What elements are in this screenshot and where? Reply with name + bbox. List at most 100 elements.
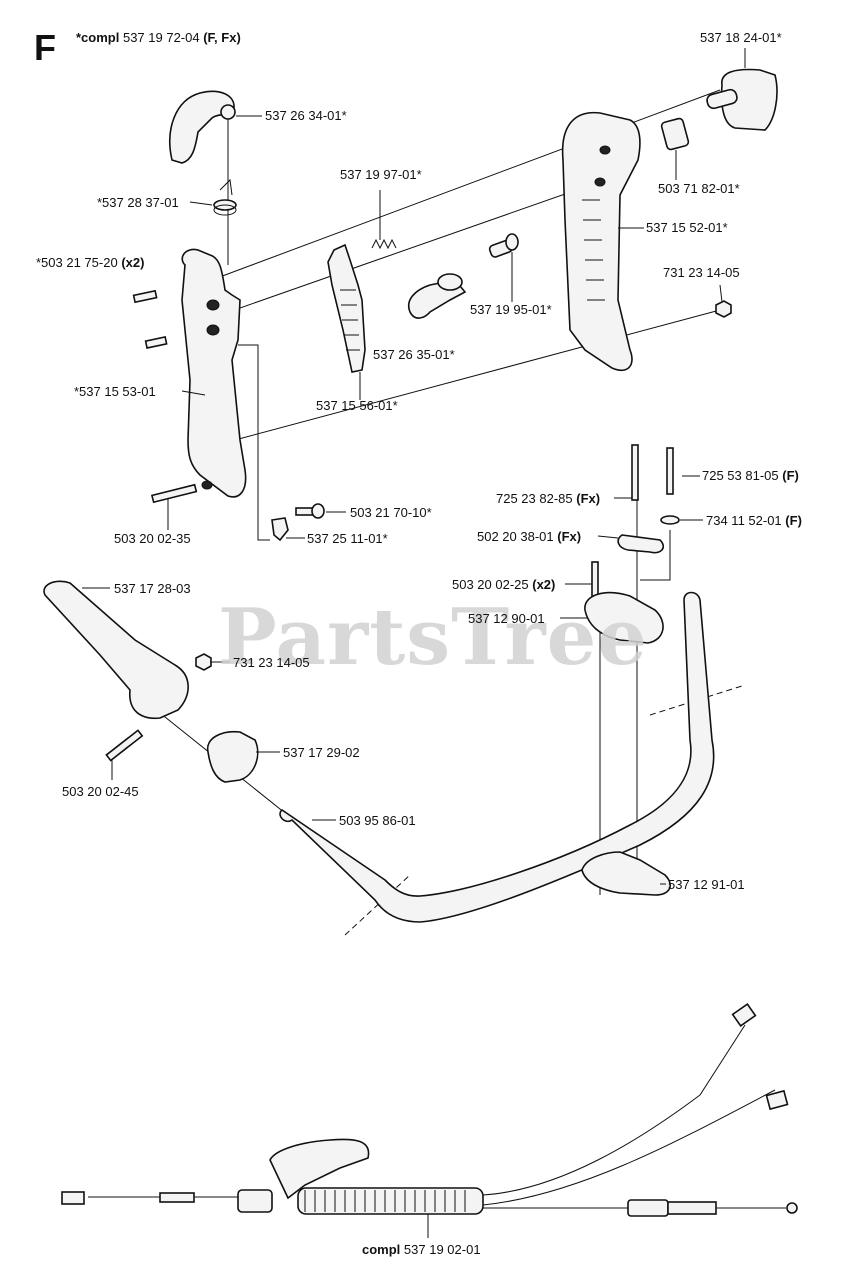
part-label[interactable]: 731 23 14-05 [233,655,310,670]
part-label[interactable]: 725 53 81-05 (F) [702,468,799,483]
handle-cover [720,68,778,131]
part-number: 502 20 38-01 [477,529,554,544]
part-number: 725 23 82-85 [496,491,573,506]
cable-boot [237,1189,273,1213]
part-label[interactable]: 537 26 35-01* [373,347,455,362]
part-label[interactable]: 537 15 56-01* [316,398,398,413]
part-label[interactable]: 503 20 02-35 [114,531,191,546]
part-label[interactable]: 537 12 91-01 [668,877,745,892]
guide-line [234,309,721,441]
part-label[interactable]: 502 20 38-01 (Fx) [477,529,581,544]
rear-handle-right-half [561,111,641,372]
handle-ribs [582,199,605,301]
part-number: 734 11 52-01 [706,513,782,528]
part-label[interactable]: 503 20 02-45 [62,784,139,799]
sleeve-ring [505,233,519,251]
guide-line [640,530,671,581]
screw-head [311,503,325,519]
watermark: PartsTree [218,592,648,683]
spring-wire [219,178,233,196]
cable-adjuster [627,1199,669,1217]
handle-bar-tube [279,591,715,923]
section-letter: F [34,27,56,68]
leader-line [719,284,723,303]
part-label[interactable]: *537 15 53-01 [74,384,156,399]
kit-number: 537 19 02-01 [403,1242,481,1257]
center-line [649,684,746,716]
cable-wire [482,1089,776,1206]
cable-connector [731,1002,757,1028]
part-label[interactable]: 537 17 28-03 [114,581,191,596]
screw [144,336,168,349]
part-label[interactable]: 537 15 52-01* [646,220,728,235]
part-label[interactable]: 503 20 02-25 (x2) [452,577,555,592]
leader-line [597,535,619,539]
part-label[interactable]: *537 28 37-01 [97,195,179,210]
wire-clip [271,517,289,542]
screw-hole [206,324,220,336]
leader-line [181,390,206,396]
hex-nut [715,300,732,318]
throttle-knob [169,90,235,164]
stop-switch [660,117,690,151]
spring-coil [213,204,237,216]
kit-number-bottom: compl 537 19 02-01 [362,1242,481,1257]
part-label[interactable]: 537 17 29-02 [283,745,360,760]
hex-nut [195,653,212,671]
throttle-trigger [327,243,366,373]
screw-hole [594,177,606,187]
front-grip [43,580,189,719]
part-number: *503 21 75-20 [36,255,118,270]
washer [660,515,680,525]
part-label[interactable]: 725 23 82-85 (Fx) [496,491,600,506]
part-label[interactable]: 503 95 86-01 [339,813,416,828]
part-label[interactable]: 537 19 95-01* [470,302,552,317]
rear-handle-left-half [181,248,247,498]
knob-pin [220,104,236,120]
sleeve-ribs [304,1190,466,1212]
lock-lever-hub [437,273,463,291]
trigger-ribs [340,289,360,351]
part-label[interactable]: 503 21 70-10* [350,505,432,520]
part-quantity: (x2) [121,255,145,270]
kit-variant: (F, Fx) [203,30,241,45]
part-label[interactable]: 537 26 34-01* [265,108,347,123]
kit-prefix: compl [362,1242,401,1257]
leader-line [189,201,213,206]
screw [132,289,158,304]
screw-hole [201,480,213,490]
cover-plug [706,88,738,110]
kit-number-top: *compl 537 19 72-04 (F, Fx) [76,30,241,45]
handle-clamp-top [584,591,664,644]
cable-nipple [786,1202,798,1214]
cable-connector [765,1089,789,1111]
kit-number: 537 19 72-04 [122,30,200,45]
compression-spring [371,238,397,250]
part-label[interactable]: 537 18 24-01* [700,30,782,45]
part-number: 503 20 02-25 [452,577,529,592]
screw [666,447,674,495]
screw-hole [599,145,611,155]
part-variant: (Fx) [576,491,601,506]
part-label[interactable]: 537 12 90-01 [468,611,545,626]
bracket-fx [617,534,665,554]
handle-clamp-bottom [581,851,671,896]
kit-prefix: *compl [76,30,120,45]
cable-throttle-grip [269,1138,370,1200]
cable-spring [667,1201,717,1215]
part-label[interactable]: 734 11 52-01 (F) [706,513,802,528]
part-label[interactable]: 537 25 11-01* [307,531,388,546]
part-label[interactable]: *503 21 75-20 (x2) [36,255,144,270]
cable-end-plug [61,1191,85,1205]
screw [150,483,198,504]
center-line [344,874,411,936]
part-label[interactable]: 537 19 97-01* [340,167,422,182]
cable-corrugated-sleeve [297,1187,484,1215]
cable-ferrule [159,1192,195,1203]
part-label[interactable]: 503 71 82-01* [658,181,740,196]
part-label[interactable]: 731 23 14-05 [663,265,740,280]
part-variant: (F) [782,468,799,483]
screw [105,729,144,762]
